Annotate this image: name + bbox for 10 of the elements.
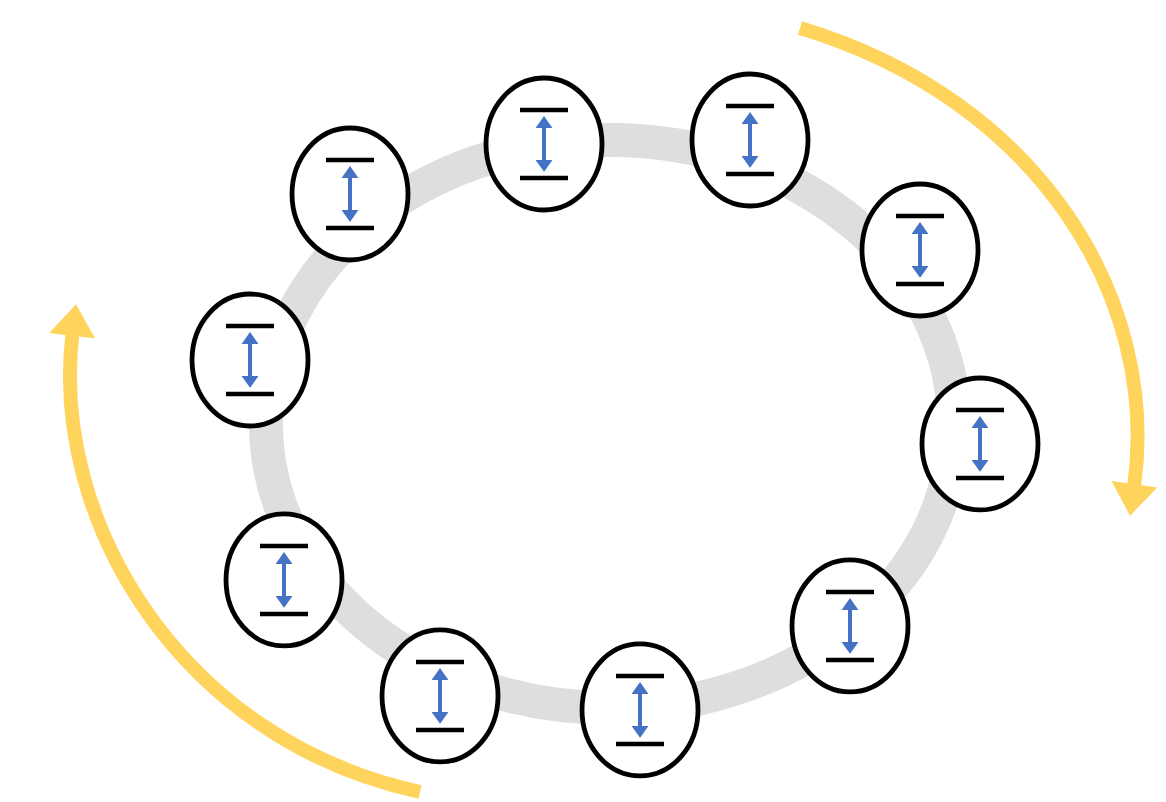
circle-node xyxy=(483,75,605,213)
circle-node xyxy=(919,375,1041,513)
circle-node xyxy=(289,125,411,263)
circle-node xyxy=(789,557,911,695)
circle-node xyxy=(379,627,501,765)
circle-node xyxy=(223,511,345,649)
circle-node xyxy=(859,181,981,319)
circle-node xyxy=(189,291,311,429)
circle-node xyxy=(689,71,811,209)
circle-node xyxy=(579,641,701,779)
